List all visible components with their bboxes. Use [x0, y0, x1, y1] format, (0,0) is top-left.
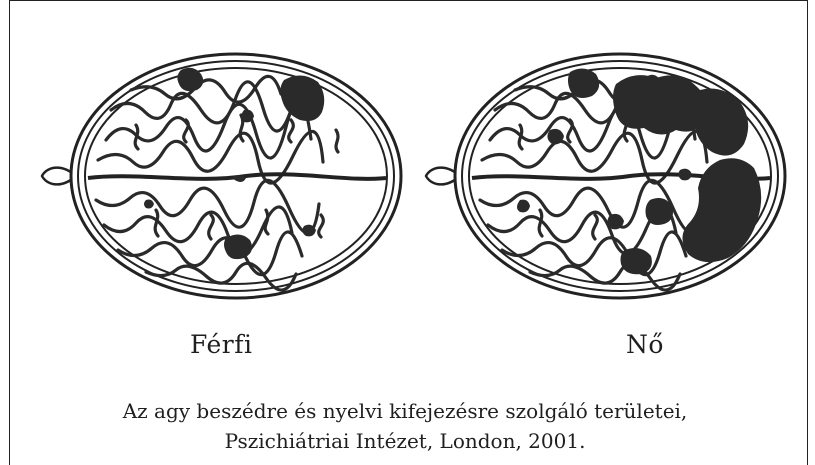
male-brain-illustration [36, 50, 406, 302]
female-label: Nő [626, 330, 664, 360]
caption-line-2: Pszichiátriai Intézet, London, 2001. [60, 426, 750, 456]
male-label: Férfi [190, 330, 252, 360]
female-brain-illustration [420, 50, 790, 302]
caption-line-1: Az agy beszédre és nyelvi kifejezésre sz… [60, 396, 750, 426]
